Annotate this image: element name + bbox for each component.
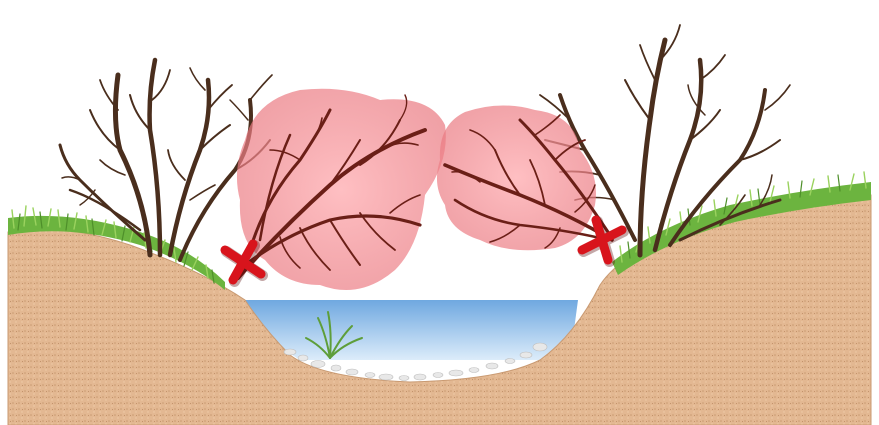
red-x-icon-left: [225, 244, 263, 282]
right-removed-branches: [437, 105, 612, 250]
left-removed-branches: [237, 89, 446, 290]
